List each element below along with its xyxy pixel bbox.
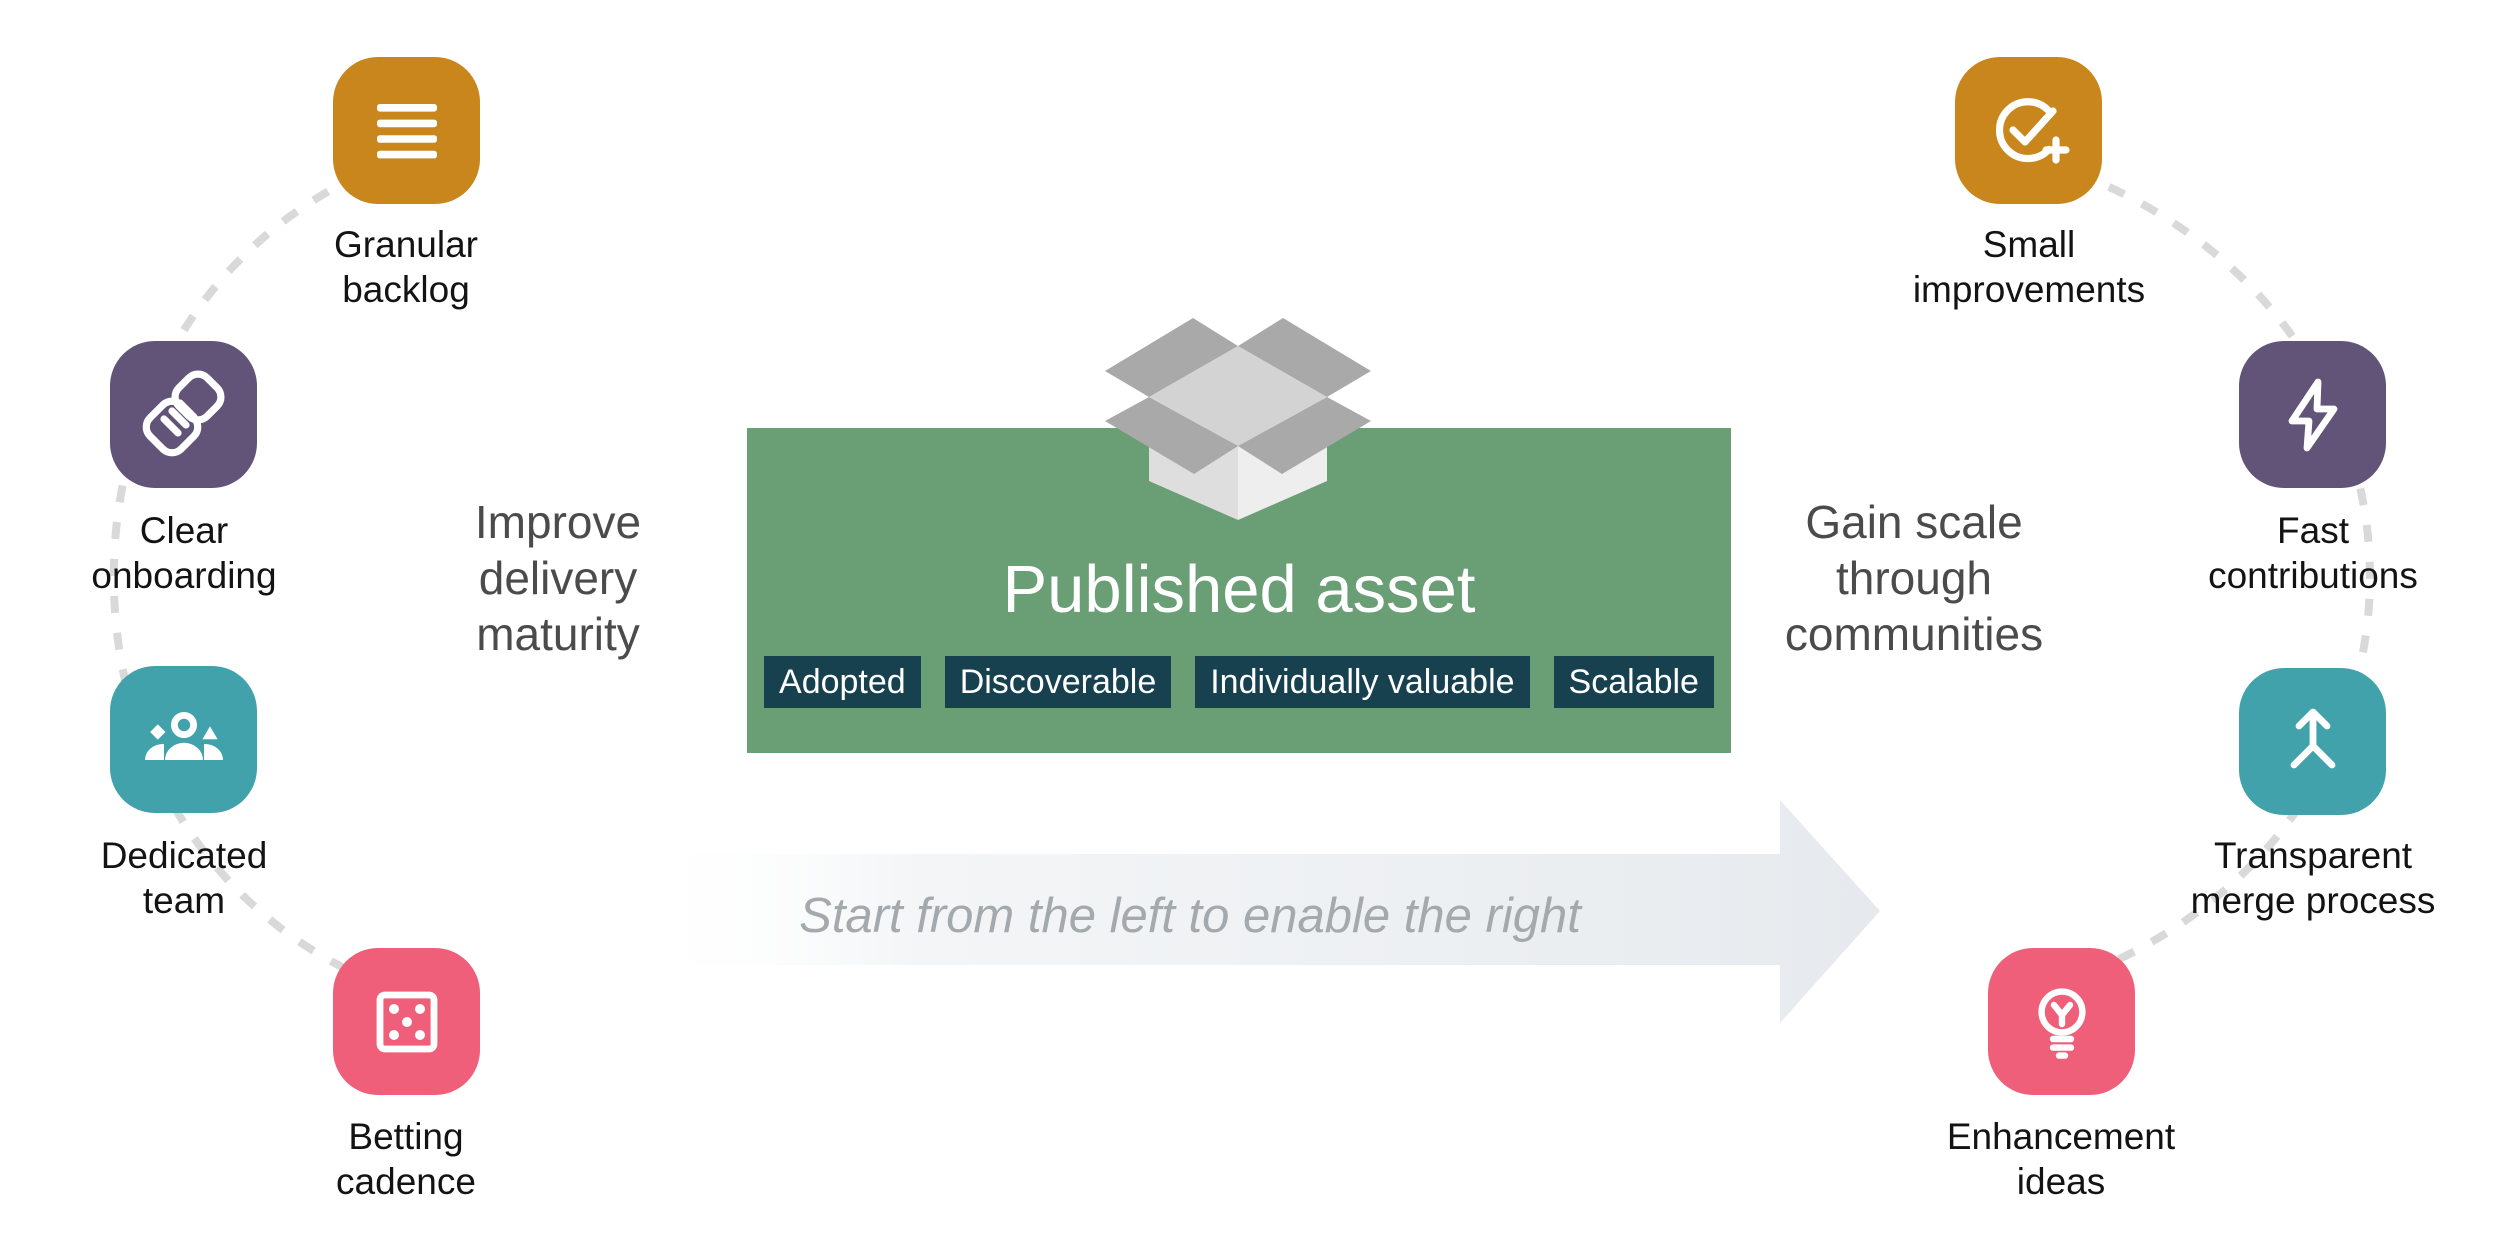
node-label-dedicated-team: Dedicated team	[100, 835, 268, 921]
list-icon	[376, 103, 437, 158]
lightbulb-icon	[2037, 987, 2086, 1059]
arrow-caption: Start from the left to enable the right	[799, 889, 1581, 943]
handshake-icon	[142, 370, 224, 456]
granular-backlog-tile	[333, 57, 480, 204]
lightning-icon	[2288, 378, 2337, 451]
node-label-granular-backlog: Granular backlog	[334, 224, 478, 310]
badge-discoverable: Discoverable	[944, 656, 1172, 708]
betting-cadence-tile	[333, 948, 480, 1095]
small-improvements-tile	[1955, 57, 2102, 204]
node-label-fast-contributions: Fast contributions	[2208, 510, 2418, 596]
enable-arrow	[640, 800, 1880, 1023]
team-icon	[144, 711, 223, 760]
dedicated-team-tile	[110, 666, 257, 813]
badge-adopted: Adopted	[764, 656, 921, 708]
fast-contributions-tile	[2239, 341, 2386, 488]
badge-row: Adopted Discoverable Individually valuab…	[764, 656, 1714, 708]
left-heading: Improve delivery maturity	[474, 496, 642, 660]
badge-individually-valuable: Individually valuable	[1195, 656, 1530, 708]
node-label-transparent-merge-process: Transparent merge process	[2190, 835, 2436, 921]
node-label-betting-cadence: Betting cadence	[336, 1116, 476, 1202]
merge-icon	[2290, 708, 2335, 768]
clear-onboarding-tile	[110, 341, 257, 488]
right-heading: Gain scale through communities	[1784, 496, 2044, 660]
enhancement-ideas-tile	[1988, 948, 2135, 1095]
badge-scalable: Scalable	[1553, 656, 1714, 708]
dice-icon	[376, 991, 437, 1052]
node-label-small-improvements: Small improvements	[1912, 224, 2146, 310]
node-label-enhancement-ideas: Enhancement ideas	[1946, 1116, 2176, 1202]
card-title: Published asset	[1002, 552, 1476, 627]
transparent-merge-tile	[2239, 668, 2386, 815]
node-label-clear-onboarding: Clear onboarding	[91, 510, 277, 596]
check-plus-icon	[1995, 97, 2070, 164]
left-connector-dashes	[109, 156, 397, 994]
open-box-icon	[1105, 318, 1371, 520]
right-connector-dashes	[2038, 156, 2374, 994]
